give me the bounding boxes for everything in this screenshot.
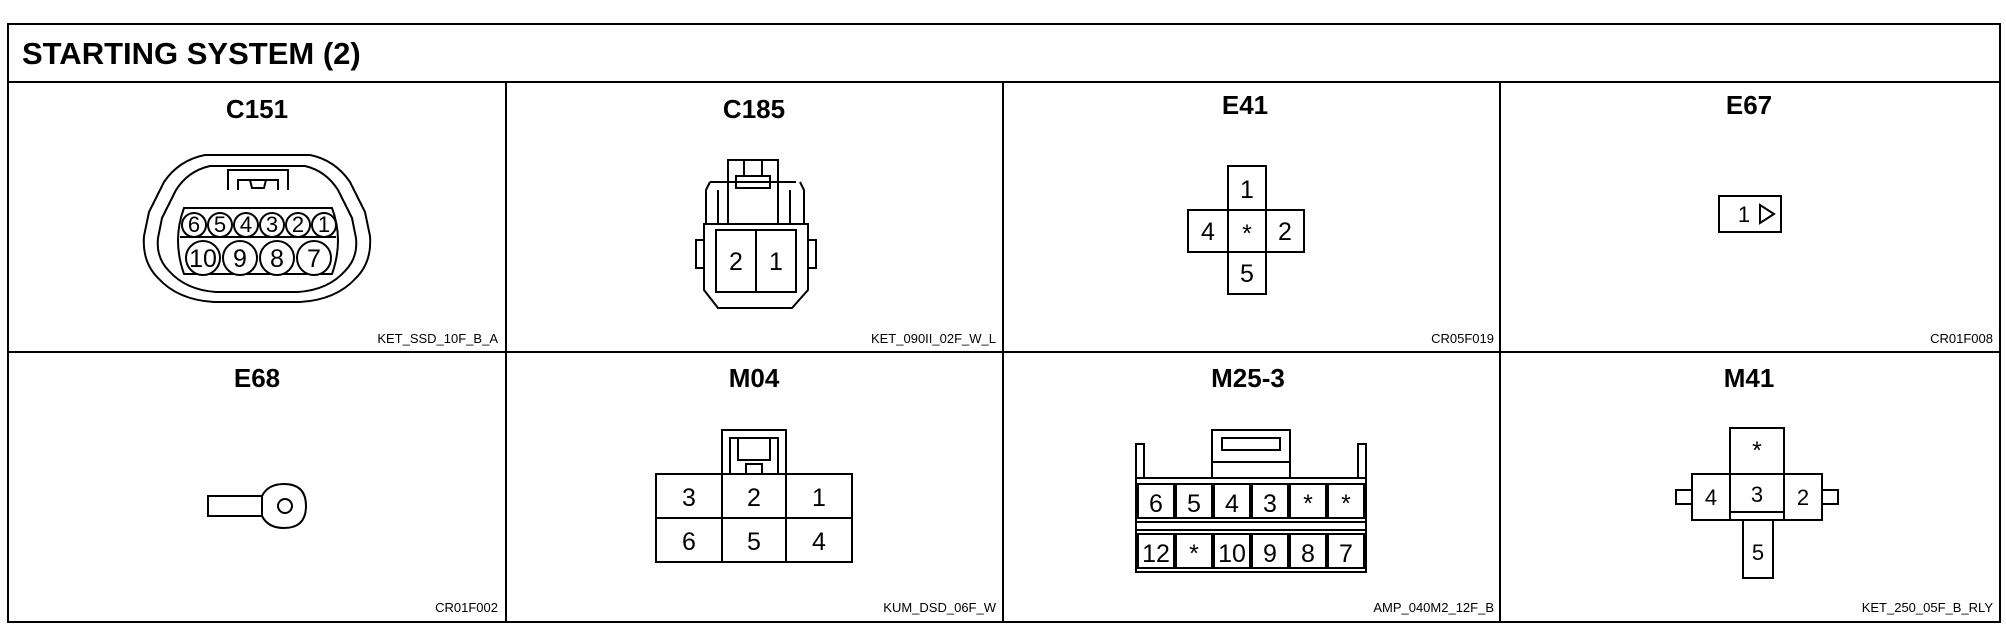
pin-cavity [259, 212, 285, 238]
pin-label: 3 [266, 212, 278, 237]
connector-m04: M04 3 2 1 6 5 4 KUM_DSD_06F_W [655, 363, 997, 615]
pin-label: 5 [1752, 540, 1764, 565]
pin-label: 5 [1240, 260, 1254, 288]
pin-cavity [181, 212, 207, 238]
connector-code: KUM_DSD_06F_W [883, 600, 996, 615]
pin-label: 7 [307, 245, 321, 273]
pin-label: 4 [1201, 218, 1215, 246]
pin-label: 10 [1218, 540, 1246, 568]
pin-cavity [185, 240, 221, 276]
pin-label: 1 [318, 212, 330, 237]
connector-e68: E68 CR01F002 [207, 363, 498, 615]
connector-code: CR05F019 [1431, 331, 1494, 346]
connector-e67: E67 1 CR01F008 [1718, 90, 1993, 346]
pin-label: 3 [1751, 482, 1763, 507]
page-title: STARTING SYSTEM (2) [22, 36, 361, 71]
pin-cavity [222, 240, 258, 276]
pin-cavity [207, 212, 233, 238]
pin-label: 7 [1339, 540, 1353, 568]
pin-cavity [1251, 533, 1289, 569]
connector-name: M41 [1724, 363, 1775, 393]
connector-c185: C185 2 1 KET_090II_02F_W_L [695, 94, 996, 346]
pin-cavity [1137, 483, 1175, 519]
pin-cavity [1289, 533, 1327, 569]
connector-name: C185 [723, 94, 785, 124]
pin-label: 3 [1263, 490, 1277, 518]
pin-label: 2 [747, 484, 761, 512]
pin-cavity [1137, 533, 1175, 569]
connector-code: KET_250_05F_B_RLY [1862, 600, 1994, 615]
title-bar: STARTING SYSTEM (2) [7, 23, 2001, 83]
pin-label: * [1752, 437, 1762, 465]
connector-name: C151 [226, 94, 288, 124]
pin-label: 4 [812, 528, 826, 556]
pin-label: 1 [1240, 176, 1254, 204]
connector-name: E41 [1222, 90, 1268, 120]
pin-cavity [1327, 483, 1365, 519]
pin-cavity [1327, 533, 1365, 569]
pin-label: * [1341, 490, 1351, 518]
pin-label: * [1242, 220, 1252, 248]
pin-label: 5 [747, 528, 761, 556]
pin-label: 1 [769, 248, 783, 276]
pin-label: * [1189, 540, 1199, 568]
pin-cavity [1175, 533, 1213, 569]
connector-code: KET_090II_02F_W_L [871, 331, 996, 346]
pin-cavity [1251, 483, 1289, 519]
pin-label: 9 [1263, 540, 1277, 568]
connector-code: AMP_040M2_12F_B [1373, 600, 1494, 615]
pin-label: 4 [1705, 485, 1717, 510]
pin-cavity [1213, 533, 1251, 569]
pin-label: 6 [188, 212, 200, 237]
connector-code: CR01F002 [435, 600, 498, 615]
pin-label: 12 [1142, 540, 1170, 568]
pin-label: 2 [1797, 485, 1809, 510]
pin-cavity [259, 240, 295, 276]
connector-grid [7, 81, 2001, 623]
pin-label: 9 [233, 245, 247, 273]
pin-cavity [233, 212, 259, 238]
pin-label: 6 [1149, 490, 1163, 518]
pin-cavity [296, 240, 332, 276]
ring-terminal-icon [207, 482, 308, 530]
pin-cavity [1289, 483, 1327, 519]
connector-m41: M41 * 4 3 2 5 KET_250_05F_B_RLY [1675, 363, 1994, 615]
connector-name: M25-3 [1211, 363, 1285, 393]
pin-cavity [1213, 483, 1251, 519]
pin-label: 5 [214, 212, 226, 237]
connector-code: KET_SSD_10F_B_A [377, 331, 498, 346]
pin-cavity [311, 212, 337, 238]
pin-label: 2 [292, 212, 304, 237]
pin-label: 4 [1225, 490, 1239, 518]
pin-label: 2 [729, 248, 743, 276]
terminal-arrow-icon [1759, 203, 1776, 225]
connector-code: CR01F008 [1930, 331, 1993, 346]
pin-label: 5 [1187, 490, 1201, 518]
connector-name: E68 [234, 363, 280, 393]
pin-label: 3 [682, 484, 696, 512]
connector-e41: E41 1 4 * 2 5 CR05F019 [1187, 90, 1494, 346]
pin-label: * [1303, 490, 1313, 518]
connector-name: E67 [1726, 90, 1772, 120]
pin-label: 8 [1301, 540, 1315, 568]
pin-cavity [1175, 483, 1213, 519]
pin-label: 10 [189, 245, 217, 273]
pin-label: 6 [682, 528, 696, 556]
pin-label: 1 [1738, 202, 1750, 227]
pin-cavity [285, 212, 311, 238]
connector-name: M04 [729, 363, 780, 393]
pin-label: 8 [270, 245, 284, 273]
pin-label: 1 [812, 484, 826, 512]
pin-label: 4 [240, 212, 252, 237]
pin-label: 2 [1278, 218, 1292, 246]
